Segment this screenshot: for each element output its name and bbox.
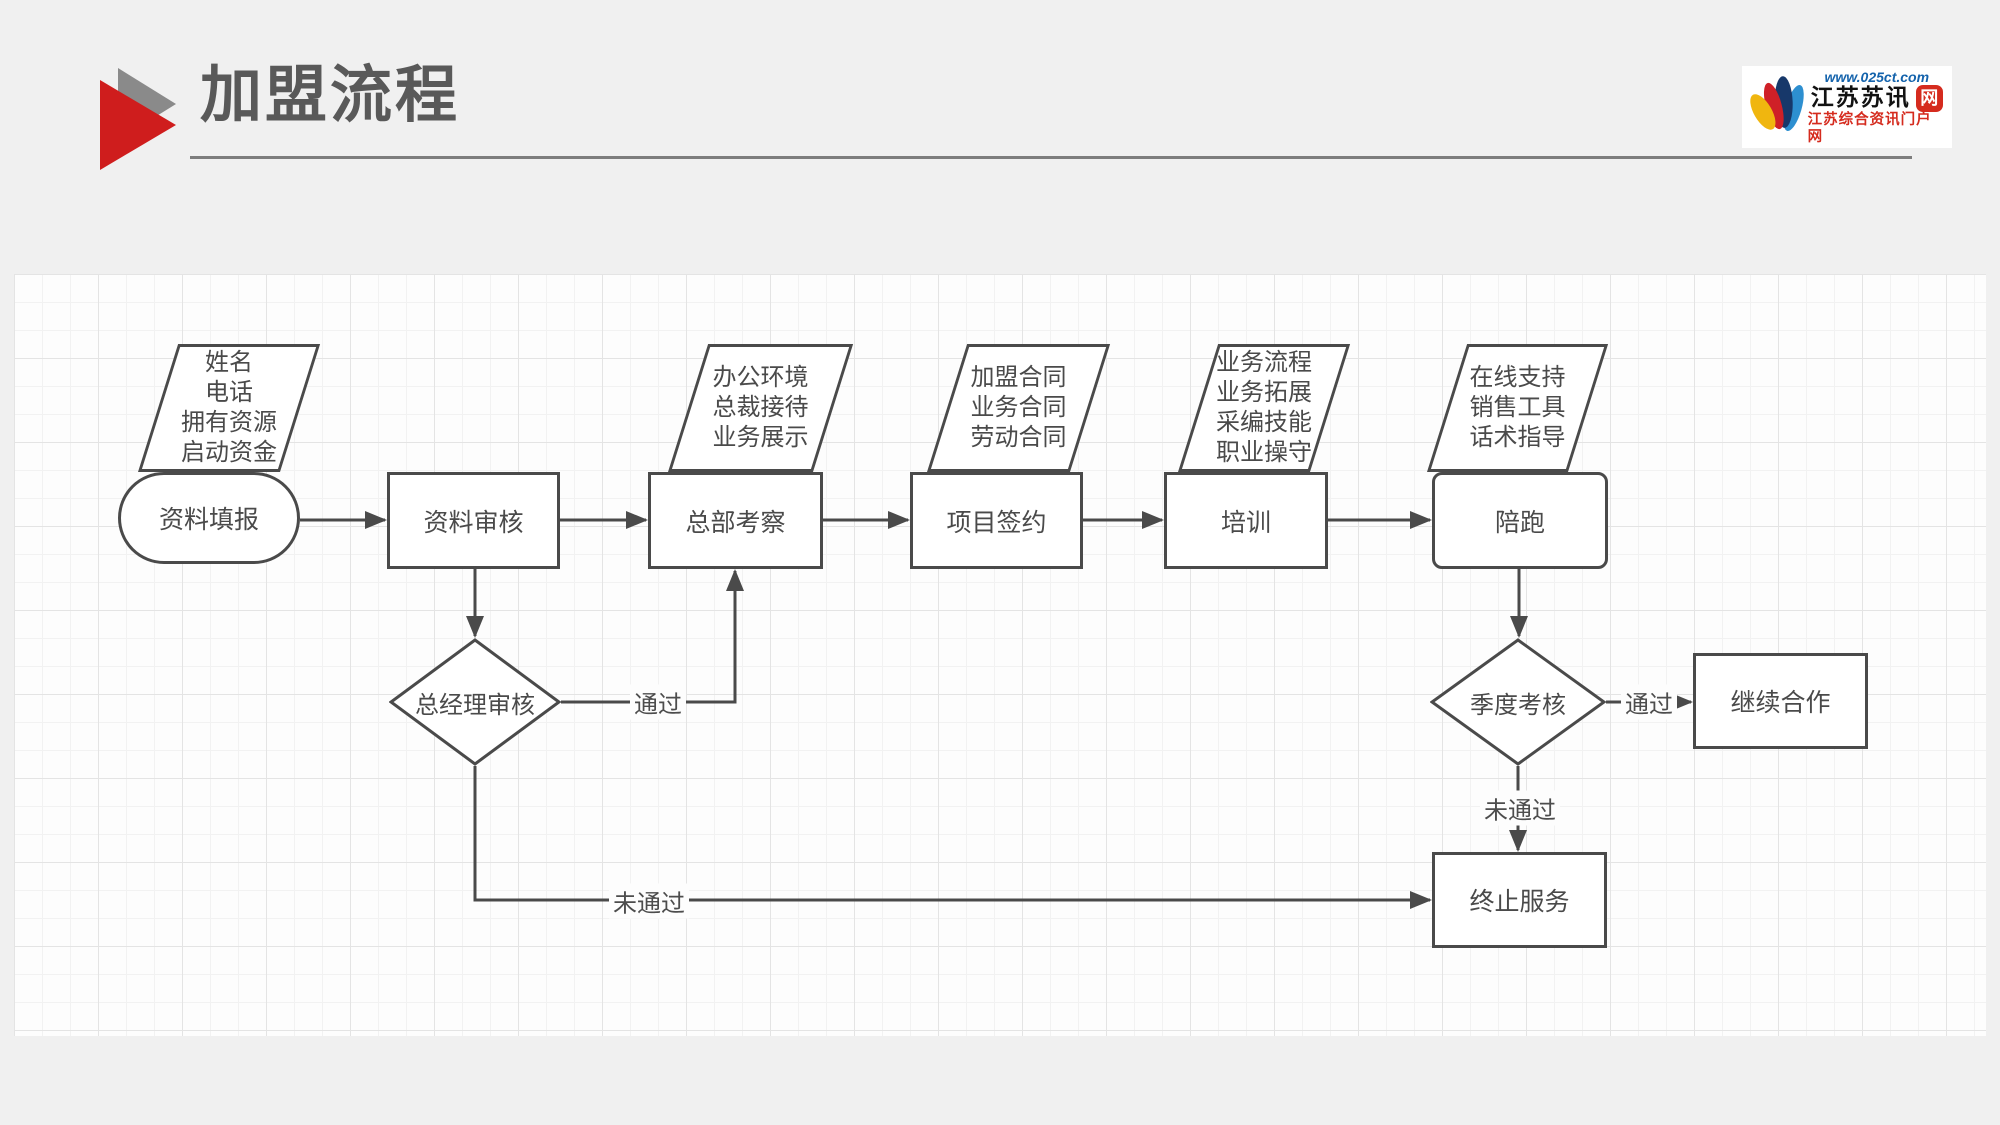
note-contracts: 加盟合同 业务合同 劳动合同 [927,344,1111,472]
note-hq-visit: 办公环境 总裁接待 业务展示 [668,344,854,472]
node-hq-visit: 总部考察 [648,472,823,569]
red-triangle-icon [100,80,176,170]
note-line: 在线支持 [1469,364,1566,391]
note-line: 加盟合同 [970,364,1067,391]
note-line: 办公环境 [712,364,809,391]
note-line: 拥有资源 [181,409,278,436]
note-line: 总裁接待 [712,394,809,421]
node-project-sign: 项目签约 [910,472,1083,569]
note-line: 职业操守 [1216,439,1313,466]
decision-quarter-review-label: 季度考核 [1470,691,1566,719]
diamond-shape [388,638,562,766]
note-contracts-lines: 加盟合同 业务合同 劳动合同 [950,347,1087,469]
logo-name-row: 江苏苏讯 网 [1810,84,1943,112]
note-line: 业务展示 [712,424,809,451]
note-support-lines: 在线支持 销售工具 话术指导 [1450,347,1585,469]
note-training-lines: 业务流程 业务拓展 采编技能 职业操守 [1201,347,1327,469]
decision-gm-review: 总经理审核 [388,638,562,766]
title-underline [190,156,1912,159]
logo-url: www.025ct.com [1824,68,1930,85]
note-line: 采编技能 [1216,409,1313,436]
node-data-fill: 资料填报 [118,472,300,564]
edge-label-fail: 未通过 [1480,790,1560,826]
note-line: 销售工具 [1469,394,1566,421]
edge-label-pass: 通过 [630,684,686,720]
edge-label-fail: 未通过 [609,883,689,919]
logo-petals-icon [1750,76,1804,131]
decision-gm-review-label: 总经理审核 [415,691,535,719]
note-line: 姓名 [205,349,254,376]
diamond-shape [1429,638,1607,766]
flowchart-connectors [300,511,1693,909]
arrow-gm-fail-to-terminate [473,766,1432,909]
site-logo: www.025ct.com 江苏苏讯 网 江苏综合资讯门户网 [1742,66,1952,148]
logo-name: 江苏苏讯 [1810,85,1911,111]
decision-quarter-review: 季度考核 [1429,638,1607,766]
note-line: 启动资金 [181,439,278,466]
note-hq-visit-lines: 办公环境 总裁接待 业务展示 [691,347,830,469]
note-support: 在线支持 销售工具 话术指导 [1427,344,1609,472]
page-title: 加盟流程 [200,61,461,130]
note-line: 业务合同 [970,394,1067,421]
note-line: 电话 [205,379,254,406]
title-marker-triangles [100,68,176,170]
edge-label-pass: 通过 [1621,684,1677,720]
arrow-gm-pass-to-hq [561,569,744,704]
note-line: 业务流程 [1216,349,1313,376]
note-data-fill: 姓名 电话 拥有资源 启动资金 [138,344,321,472]
node-continue-cooperation: 继续合作 [1693,653,1868,749]
note-line: 劳动合同 [970,424,1067,451]
flowchart-grid-panel: 姓名 电话 拥有资源 启动资金 办公环境 总裁接待 业务展示 加盟合同 业务合同… [14,274,1986,1036]
logo-seal-icon: 网 [1915,84,1943,112]
note-line: 话术指导 [1469,424,1566,451]
note-line: 业务拓展 [1216,379,1313,406]
logo-text-block: www.025ct.com 江苏苏讯 网 江苏综合资讯门户网 [1808,69,1946,145]
node-accompany: 陪跑 [1432,472,1608,569]
node-terminate-service: 终止服务 [1432,852,1607,948]
note-training: 业务流程 业务拓展 采编技能 职业操守 [1178,344,1351,472]
node-training: 培训 [1164,472,1328,569]
note-data-fill-lines: 姓名 电话 拥有资源 启动资金 [161,347,297,469]
node-data-review: 资料审核 [387,472,560,569]
logo-tagline: 江苏综合资讯门户网 [1807,111,1932,145]
